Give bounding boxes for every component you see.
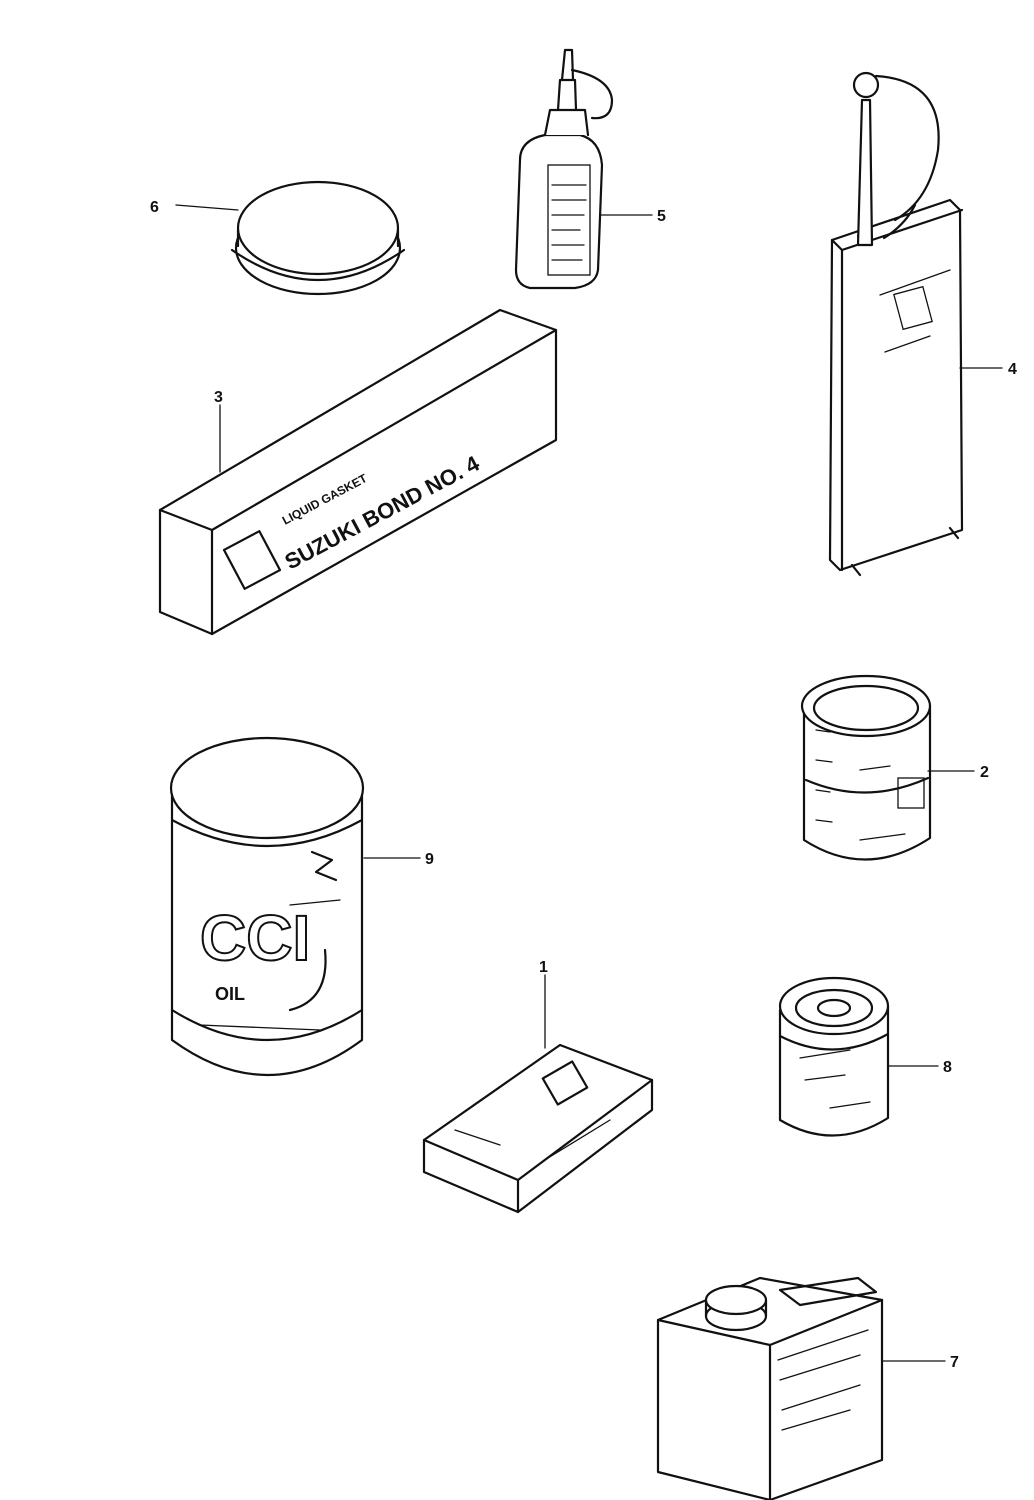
callout-2: 2 xyxy=(980,764,989,781)
callout-9: 9 xyxy=(425,851,434,868)
callout-6: 6 xyxy=(150,199,159,216)
part-6-grease-tin xyxy=(230,180,406,296)
part-8-small-tin xyxy=(778,976,890,1137)
part-2-small-can xyxy=(800,674,932,861)
part-1-small-box xyxy=(422,1043,654,1214)
callout-1: 1 xyxy=(539,959,548,976)
part-4-tall-can xyxy=(828,71,964,577)
callout-7: 7 xyxy=(950,1354,959,1371)
callout-3: 3 xyxy=(214,389,223,406)
callouts: 6 5 4 3 2 9 1 8 7 xyxy=(150,199,1017,1371)
oil-can-big-text: CCI xyxy=(200,902,310,974)
oil-can-sub-text: OIL xyxy=(215,984,245,1004)
part-7-square-tin xyxy=(656,1276,884,1500)
callout-8: 8 xyxy=(943,1059,952,1076)
part-5-oil-bottle xyxy=(514,48,614,290)
callout-5: 5 xyxy=(657,208,666,225)
part-9-oil-can: CCI OIL xyxy=(169,736,365,1076)
callout-4: 4 xyxy=(1008,361,1017,378)
